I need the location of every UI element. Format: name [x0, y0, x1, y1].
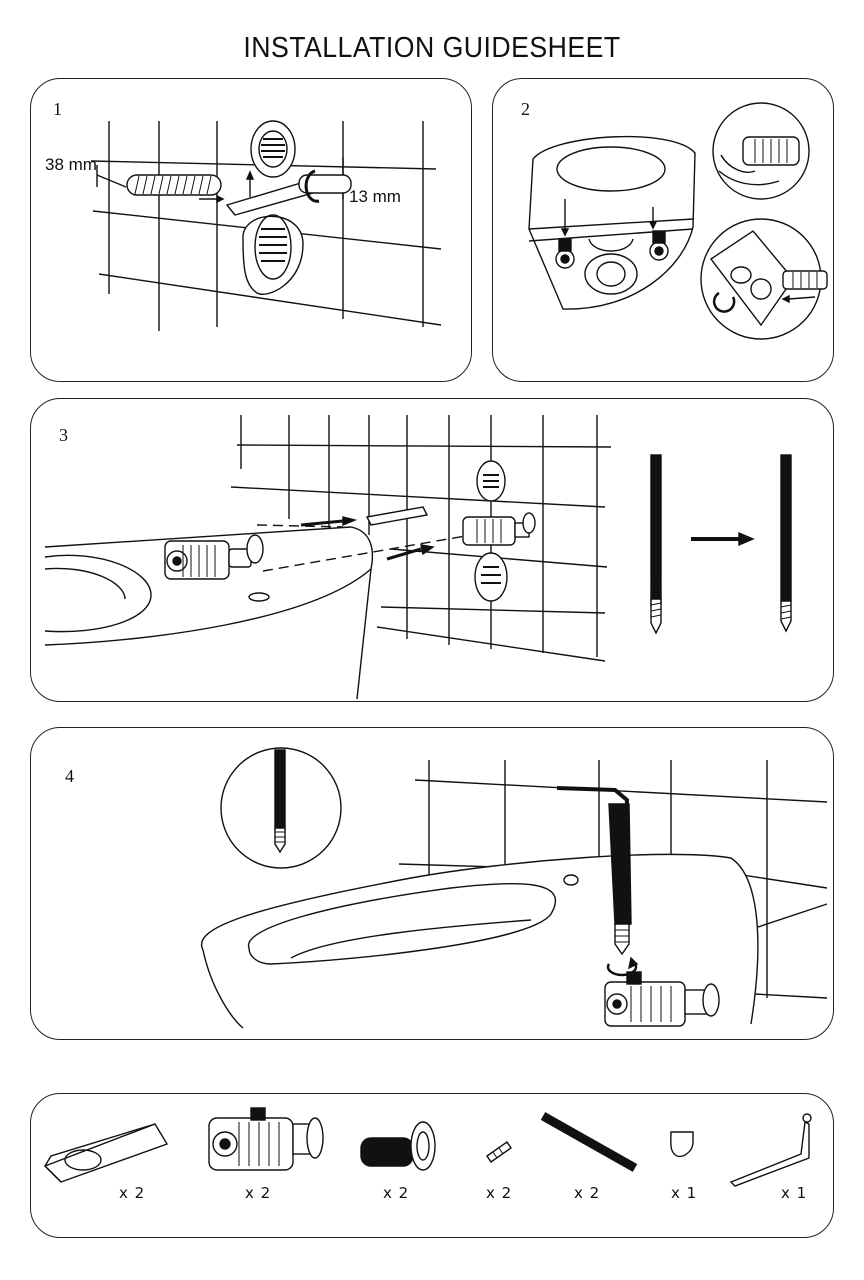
grub-screw-icon: [486, 1141, 512, 1163]
hex-key-icon: [729, 1113, 812, 1187]
qty-threaded-rod: x 2: [574, 1184, 601, 1202]
wall-plug-wedge-icon: [43, 1123, 169, 1183]
step-1-panel: 1: [30, 78, 472, 382]
qty-hex-key: x 1: [781, 1184, 808, 1202]
dimension-label-13mm: 13 mm: [349, 187, 401, 206]
qty-bracket: x 2: [245, 1184, 272, 1202]
qty-anchor-bolt: x 2: [383, 1184, 410, 1202]
anchor-bolt-icon: [360, 1121, 436, 1171]
dimension-label-38mm: 38 mm: [45, 155, 97, 174]
step-number: 3: [59, 425, 68, 445]
d-ring-icon: [670, 1131, 694, 1158]
step-3-panel: 3: [30, 398, 834, 702]
step-1-illustration: [90, 120, 442, 331]
threaded-rod-icon: [540, 1112, 638, 1172]
step-number: 1: [53, 99, 62, 119]
qty-wedge: x 2: [119, 1184, 146, 1202]
step-2-illustration: [528, 102, 828, 340]
mounting-bracket-icon: [208, 1107, 324, 1171]
qty-grub-screw: x 2: [486, 1184, 513, 1202]
page-title: INSTALLATION GUIDESHEET: [243, 32, 621, 64]
step-2-panel: 2: [492, 78, 834, 382]
parts-list-panel: x 2 x 2 x 2 x 2 x 2 x 1 x 1: [30, 1093, 834, 1238]
step-3-illustration: [44, 415, 792, 700]
parts-illustration: [43, 1107, 812, 1187]
step-4-panel: 4: [30, 727, 834, 1040]
qty-d-ring: x 1: [671, 1184, 698, 1202]
step-4-illustration: [200, 747, 828, 1029]
step-number: 4: [65, 766, 74, 786]
step-number: 2: [521, 99, 530, 119]
